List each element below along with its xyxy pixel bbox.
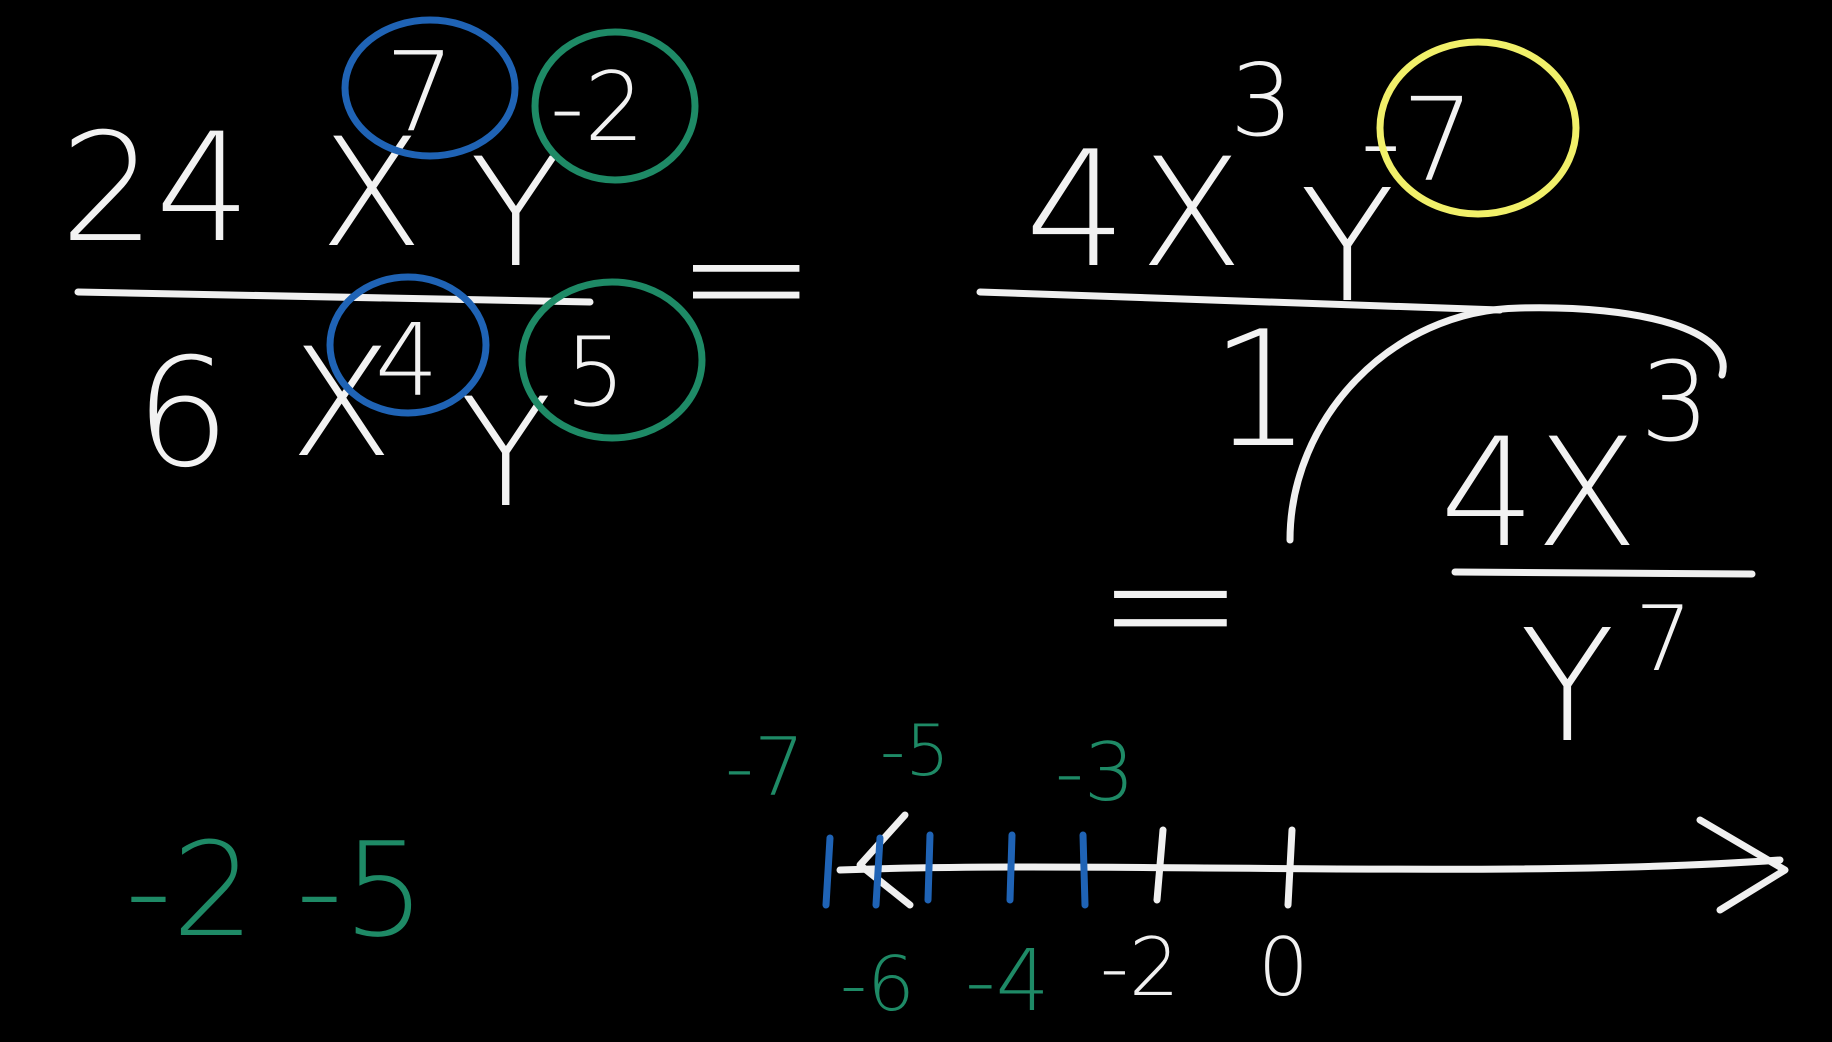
mid-num-x: X	[1140, 127, 1243, 301]
label-minus-5: -5	[880, 710, 950, 792]
left-den-y: Y	[460, 367, 552, 541]
result-fraction-bar	[1451, 568, 1756, 578]
tick-zero	[1284, 826, 1296, 909]
left-equals-sign: =	[675, 178, 817, 376]
result-fraction: = 4X 3 Y 7	[1095, 338, 1756, 777]
tick-minus-2	[1153, 826, 1167, 904]
curved-arrow	[1286, 304, 1727, 544]
middle-fraction-bar	[976, 288, 1504, 314]
result-denominator: Y	[1520, 596, 1615, 777]
yellow-circle	[1376, 38, 1580, 218]
result-denominator-exponent: 7	[1635, 587, 1692, 692]
mid-denominator: 1	[1210, 296, 1312, 483]
result-numerator: 4X	[1440, 407, 1638, 581]
number-line-axis	[836, 856, 1784, 874]
label-zero: 0	[1258, 921, 1309, 1014]
mid-num-x-exponent: 3	[1230, 42, 1294, 159]
label-minus-3: -3	[1055, 726, 1135, 819]
green-circle-numerator	[531, 28, 699, 184]
blue-circle-denominator	[326, 273, 490, 417]
subtraction-expression: -2 -5	[125, 814, 426, 966]
result-numerator-exponent: 3	[1640, 338, 1710, 466]
left-den-x-exponent: 4	[375, 302, 439, 419]
tick-minus-6	[872, 834, 884, 909]
mid-num-y-exponent: -7	[1360, 74, 1475, 208]
tick-minus-7	[822, 834, 834, 909]
label-minus-2: -2	[1100, 921, 1180, 1014]
tick-minus-3	[1079, 831, 1089, 909]
blue-circle-numerator	[341, 16, 519, 160]
left-num-y: Y	[470, 127, 562, 301]
label-minus-4: -4	[965, 932, 1050, 1031]
left-fraction-bar	[74, 288, 594, 306]
left-num-x-exponent: 7	[385, 28, 455, 156]
number-line-left-arrow	[856, 811, 914, 909]
tick-minus-5	[924, 831, 934, 904]
green-circle-denominator	[518, 278, 706, 442]
left-den-y-exponent: 5	[565, 318, 625, 428]
label-minus-7: -7	[725, 721, 805, 814]
left-fraction: 24 X 7 Y -2 6 X 4 Y 5 =	[60, 16, 817, 541]
middle-fraction: 4 X 3 Y -7 1	[976, 38, 1727, 544]
left-den-coefficient: 6	[135, 327, 230, 501]
left-num-coefficient: 24	[60, 102, 251, 276]
label-minus-6: -6	[840, 940, 915, 1028]
mid-num-coefficient: 4	[1025, 116, 1127, 303]
left-num-y-exponent: -2	[550, 53, 645, 163]
number-line: -7 -5 -3 -6 -4 -2 0	[725, 710, 1789, 1031]
number-line-right-arrow	[1696, 816, 1789, 914]
result-equals-sign: =	[1095, 499, 1246, 708]
tick-minus-4	[1006, 831, 1016, 904]
